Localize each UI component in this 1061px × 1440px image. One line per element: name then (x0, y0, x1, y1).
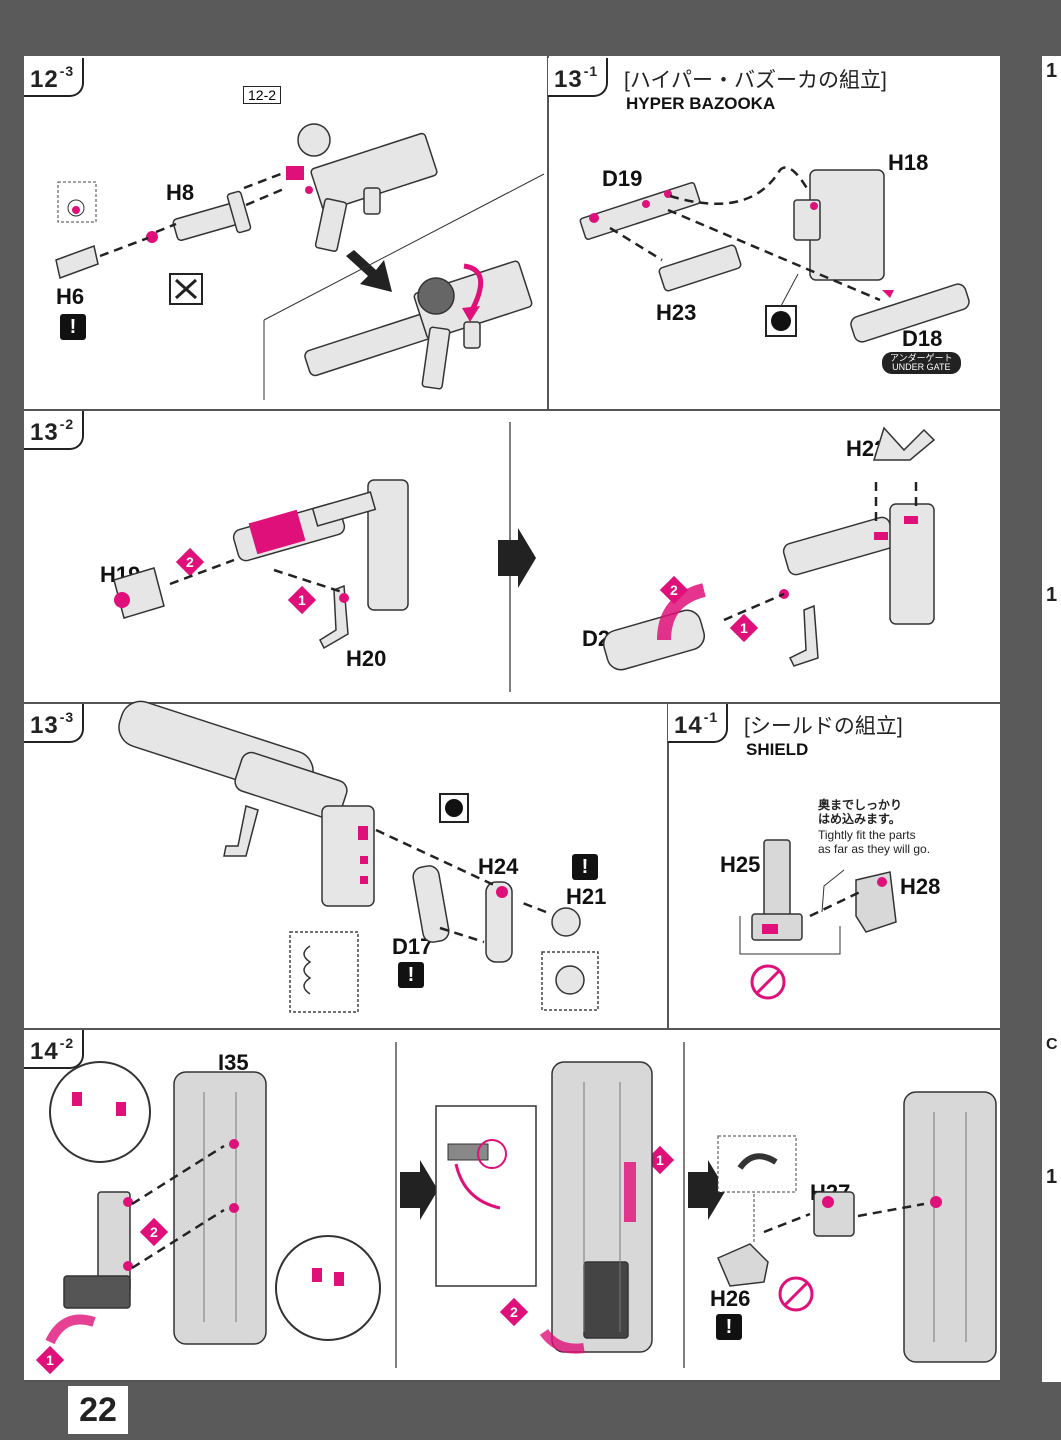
part-label-h23: H23 (656, 300, 697, 325)
part-label-h6: H6 (56, 284, 85, 309)
step-13-1-diagram (579, 166, 970, 343)
part-label-d19: D19 (602, 166, 643, 191)
step-14-1-diagram (739, 839, 897, 1000)
part-label-h21: H21 (566, 884, 607, 909)
step-13-2-diagram (113, 422, 936, 692)
divider (24, 409, 1000, 411)
step-14-1-label: 14-1 (668, 704, 729, 743)
caution-icon: ! (398, 962, 424, 988)
divider (667, 702, 669, 1029)
part-label-h26: H26 (710, 1286, 751, 1311)
divider (24, 1380, 1000, 1382)
step-14-1-title-jp: [シールドの組立] (744, 715, 903, 738)
caution-icon: ! (716, 1314, 742, 1340)
step-13-1-label: 13-1 (548, 58, 609, 97)
step-14-1-title-en: SHIELD (746, 740, 809, 759)
part-label-h8: H8 (166, 180, 195, 205)
next-page-step-label: 1 (1046, 1166, 1058, 1188)
next-page-letter: C (1046, 1036, 1058, 1053)
part-label-h18: H18 (888, 150, 929, 175)
part-label-d18: D18 (902, 326, 943, 351)
part-label-i35: I35 (218, 1050, 249, 1075)
fit-note-en: Tightly fit the parts as far as they wil… (818, 828, 931, 856)
step-13-3-diagram (118, 700, 599, 1013)
caution-icon: ! (572, 854, 598, 880)
part-label-h20: H20 (346, 646, 387, 671)
reference-step-tag: 12-2 (243, 86, 282, 104)
fit-note-jp: 奥までしっかり はめ込みます。 (818, 798, 903, 826)
divider (547, 56, 549, 410)
step-14-2-diagram (45, 1042, 997, 1368)
caution-icon: ! (60, 314, 86, 340)
next-page-step-label: 1 (1046, 584, 1058, 606)
page-number: 22 (68, 1386, 128, 1434)
part-label-h25: H25 (720, 852, 761, 877)
next-page-step-label: 1 (1046, 60, 1058, 82)
divider (24, 702, 1000, 704)
part-label-h28: H28 (900, 874, 941, 899)
step-14-2-label: 14-2 (24, 1030, 85, 1069)
part-label-h24: H24 (478, 854, 519, 879)
step-12-3-label: 12-3 (24, 58, 85, 97)
step-13-3-label: 13-3 (24, 704, 85, 743)
step-12-3-diagram (55, 123, 545, 400)
step-13-1-title-en: HYPER BAZOOKA (626, 94, 776, 113)
step-13-1-title-jp: [ハイパー・バズーカの組立] (624, 69, 887, 92)
next-page-strip (1042, 56, 1061, 1382)
step-13-2-label: 13-2 (24, 411, 85, 450)
divider (24, 1028, 1000, 1030)
